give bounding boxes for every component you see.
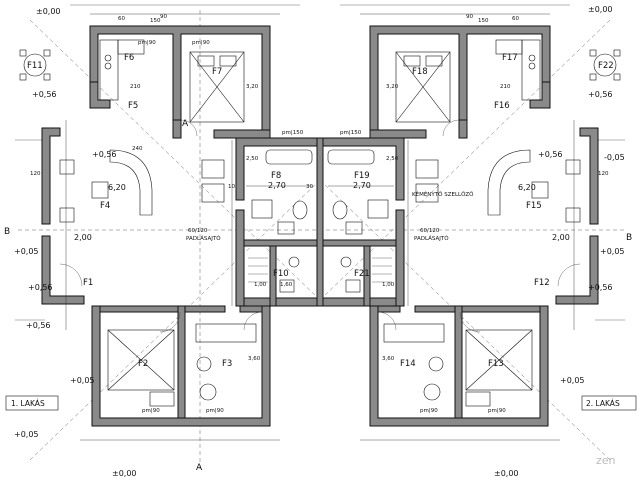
- room-label-f6: F6: [124, 53, 134, 63]
- dim-620-right: 6,20: [518, 183, 536, 192]
- room-label-f15: F15: [526, 201, 542, 211]
- apartment-tag-right-box: [581, 395, 637, 411]
- dim-120-b: 120: [598, 171, 609, 177]
- room-label-f3: F3: [222, 359, 232, 369]
- dim-270-right: 2,70: [353, 181, 371, 190]
- dim-60-b: 60: [512, 16, 519, 22]
- section-marker-a-bottom: A: [196, 463, 203, 473]
- dim-250-left: 2,50: [246, 156, 259, 162]
- level-005-d: +0,05: [600, 247, 625, 256]
- level-top-left: ±0,00: [36, 7, 61, 16]
- dim-120-a: 120: [30, 171, 41, 177]
- room-label-f14: F14: [400, 359, 416, 369]
- room-label-f16: F16: [494, 101, 510, 111]
- level-bottom-right: ±0,00: [494, 469, 519, 478]
- note-pm90-c: pm|90: [142, 408, 160, 414]
- dim-320-left: 3,20: [246, 84, 259, 90]
- room-label-f18: F18: [412, 67, 428, 77]
- level-minus005: -0,05: [604, 153, 625, 162]
- level-top-right: ±0,00: [588, 5, 613, 14]
- dim-210-b: 210: [500, 84, 511, 90]
- note-padlas-left-1: 60/120: [188, 228, 208, 234]
- level-005-a: +0,05: [14, 247, 39, 256]
- room-label-f5: F5: [128, 101, 138, 111]
- dim-210-a: 210: [130, 84, 141, 90]
- room-label-f10: F10: [273, 269, 289, 279]
- level-bottom-left: ±0,00: [112, 469, 137, 478]
- room-label-f8: F8: [271, 171, 281, 181]
- walls-right-unit: [321, 25, 599, 427]
- dim-100-a: 1,00: [254, 282, 267, 288]
- room-label-f4: F4: [100, 201, 110, 211]
- dim-620-left: 6,20: [108, 183, 126, 192]
- note-pm90-b: pm|90: [192, 40, 210, 46]
- note-pm90-a: pm|90: [138, 40, 156, 46]
- section-marker-b-right: B: [626, 233, 632, 243]
- dim-200-left: 2,00: [74, 233, 92, 242]
- level-056-g: +0,56: [588, 283, 613, 292]
- level-005-e: +0,05: [560, 376, 585, 385]
- level-056-b: +0,56: [92, 150, 117, 159]
- note-padlas-right-2: PADLÁSAJTÓ: [414, 235, 449, 242]
- party-wall: [316, 137, 324, 307]
- note-pm150-b: pm|150: [340, 130, 362, 136]
- dim-150-a: 150: [150, 18, 161, 24]
- dim-360-a: 3,60: [248, 356, 261, 362]
- walls-left-unit: [41, 25, 319, 427]
- apartment-tag-right: 2. LAKÁS: [586, 399, 620, 408]
- note-pm90-d: pm|90: [206, 408, 224, 414]
- level-056-a: +0,56: [32, 90, 57, 99]
- level-056-e: +0,56: [588, 90, 613, 99]
- note-padlas-left-2: PADLÁSAJTÓ: [186, 235, 221, 242]
- dim-320-right: 3,20: [386, 84, 399, 90]
- note-pm90-f: pm|90: [488, 408, 506, 414]
- dim-90-b: 90: [466, 14, 473, 20]
- note-padlas-right-1: 60/120: [420, 228, 440, 234]
- dim-150-b: 150: [478, 18, 489, 24]
- dim-90-a: 90: [160, 14, 167, 20]
- dimension-lines: [65, 13, 575, 441]
- level-056-d: +0,56: [26, 321, 51, 330]
- level-056-f: +0,56: [538, 150, 563, 159]
- room-label-f17: F17: [502, 53, 518, 63]
- dim-30: 30: [306, 184, 313, 190]
- room-label-f12: F12: [534, 278, 550, 288]
- dim-10: 10: [228, 184, 235, 190]
- apartment-tag-left-box: [5, 395, 59, 411]
- note-pm90-e: pm|90: [420, 408, 438, 414]
- dim-160: 1,60: [280, 282, 293, 288]
- room-label-f13: F13: [488, 359, 504, 369]
- dim-100-b: 1,00: [382, 282, 395, 288]
- level-005-b: +0,05: [70, 376, 95, 385]
- furniture-left: [19, 39, 313, 407]
- dim-270-left: 2,70: [268, 181, 286, 190]
- note-kemeny: KÉMÉNYTŐ SZELLŐZŐ: [412, 190, 474, 198]
- dim-200-right: 2,00: [552, 233, 570, 242]
- watermark: zen: [596, 454, 616, 467]
- room-label-f21: F21: [354, 269, 370, 279]
- level-056-c: +0,56: [28, 283, 53, 292]
- room-label-f22: F22: [598, 61, 614, 71]
- level-005-c: +0,05: [14, 430, 39, 439]
- dim-250-right: 2,50: [386, 156, 399, 162]
- dim-60-a: 60: [118, 16, 125, 22]
- dim-240: 240: [132, 146, 143, 152]
- dim-360-b: 3,60: [382, 356, 395, 362]
- note-pm150-a: pm|150: [282, 130, 304, 136]
- room-label-f2: F2: [138, 359, 148, 369]
- room-label-f19: F19: [354, 171, 370, 181]
- room-label-f11: F11: [27, 61, 43, 71]
- room-label-f7: F7: [212, 67, 222, 77]
- apartment-tag-left: 1. LAKÁS: [11, 399, 45, 408]
- section-marker-a-top: A: [182, 119, 189, 129]
- room-label-f1: F1: [83, 278, 93, 288]
- section-marker-b-left: B: [4, 227, 10, 237]
